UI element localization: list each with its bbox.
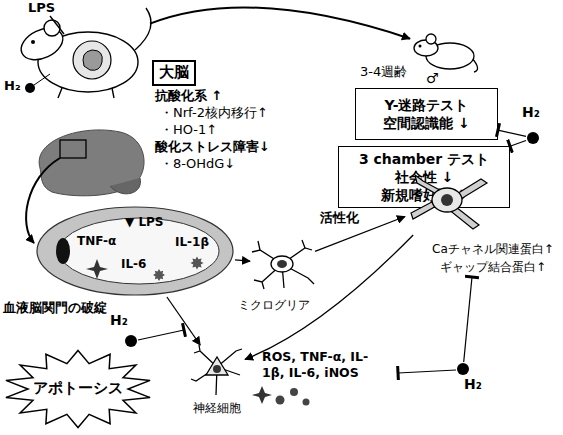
node-text: 大脳 bbox=[159, 63, 189, 83]
microglia-cell-shape bbox=[250, 238, 315, 290]
test-box: Y-迷路テスト空間認識能 ↓ bbox=[355, 88, 498, 140]
shape-part bbox=[135, 8, 151, 50]
microglia-cell: ミクログリア bbox=[238, 238, 323, 316]
test-box: 3 chamber テスト社会性 ↓新規嗜好性 ↓ bbox=[338, 146, 510, 208]
node-text: 3 chamber テスト bbox=[359, 150, 489, 168]
hydrogen-dot: H₂ bbox=[448, 362, 488, 407]
node-text: 3-4週齢 bbox=[360, 64, 407, 80]
inhibition-connector bbox=[498, 130, 526, 136]
shape-part bbox=[73, 41, 111, 79]
node-text: IL-1β bbox=[175, 235, 209, 249]
node-text: H₂ bbox=[464, 376, 482, 393]
apoptosis-burst: アポトーシス bbox=[3, 350, 153, 428]
hydrogen-dot: H₂ bbox=[110, 312, 144, 356]
shape-part bbox=[25, 83, 35, 93]
cytokine-symbol bbox=[276, 396, 285, 405]
shape-part bbox=[37, 207, 233, 295]
blood-vessel: ▼ LPS TNF-α IL-1βIL-6 bbox=[35, 205, 235, 297]
node-text: H₂ bbox=[4, 78, 21, 94]
neuron-cell: 神経細胞 bbox=[180, 345, 255, 425]
region-box: 大脳 bbox=[152, 60, 196, 86]
annotation-text: 酸化ストレス障害↓ bbox=[155, 139, 270, 155]
shape-part bbox=[271, 256, 293, 272]
arrow-connector bbox=[235, 260, 250, 261]
annotation-text: ・Nrf-2核内移行↑ bbox=[160, 105, 268, 121]
node-text: ミクログリア bbox=[238, 298, 310, 312]
inhibition-connector bbox=[464, 277, 472, 362]
node-text: H₂ bbox=[110, 312, 128, 329]
inhibition-line bbox=[398, 370, 456, 373]
annotation-text: 抗酸化系 ↑ bbox=[155, 88, 222, 104]
inhibition-line bbox=[138, 330, 184, 340]
hydrogen-dot-shape bbox=[124, 334, 138, 348]
brain-shape bbox=[39, 130, 144, 196]
neuron-cell-shape bbox=[190, 345, 245, 395]
shape-part bbox=[191, 345, 242, 395]
shape-part bbox=[419, 45, 422, 48]
shape-part bbox=[441, 194, 453, 206]
cytokine-symbol bbox=[303, 399, 310, 406]
node-text: Y-迷路テスト bbox=[385, 96, 469, 114]
inhibition-connector bbox=[510, 141, 526, 147]
shape-part bbox=[125, 335, 137, 347]
shape-part bbox=[457, 363, 469, 375]
node-text: ▼ LPS bbox=[125, 215, 164, 229]
cytokine-symbol bbox=[290, 388, 298, 396]
cerebellum-shape bbox=[110, 178, 140, 194]
node-text: 空間認識能 ↓ bbox=[383, 114, 470, 132]
cytokine-symbol bbox=[252, 386, 272, 404]
arrow-connector bbox=[150, 7, 410, 38]
shape-part bbox=[426, 34, 436, 44]
annotation-text: ・8-OHdG↓ bbox=[160, 156, 235, 172]
pregnant-mouse: LPS H₂ bbox=[0, 0, 150, 105]
hydrogen-dot-shape bbox=[526, 131, 540, 145]
shape-part bbox=[56, 238, 70, 264]
node-text: ギャップ結合蛋白↑ bbox=[440, 260, 546, 274]
shape-part bbox=[252, 240, 314, 289]
node-text: TNF-α bbox=[77, 234, 116, 248]
hydrogen-dot-shape bbox=[456, 362, 470, 376]
shape-part bbox=[411, 175, 487, 229]
shape-part bbox=[83, 50, 102, 70]
annotation-text: ・HO-1↑ bbox=[160, 122, 217, 138]
hydrogen-dot: H₂ bbox=[516, 104, 550, 150]
shape-part bbox=[86, 259, 108, 279]
shape-part bbox=[277, 260, 287, 268]
node-text: H₂ bbox=[522, 104, 540, 121]
shape-part bbox=[58, 88, 114, 98]
shape-part bbox=[527, 132, 539, 144]
arrow-connector bbox=[245, 235, 413, 359]
zoom-box bbox=[60, 140, 86, 158]
node-text: Caチャネル関連蛋白↑ bbox=[432, 242, 554, 256]
arrow-connector bbox=[167, 297, 200, 345]
annotation-text: ROS, TNF-α, IL-1β, IL-6, iNOS bbox=[262, 349, 390, 380]
shape-part bbox=[432, 188, 462, 212]
node-text: LPS bbox=[28, 0, 55, 16]
shape-part bbox=[153, 269, 165, 281]
shape-part bbox=[31, 40, 35, 44]
node-text: ♂ bbox=[426, 70, 439, 87]
node-text: アポトーシス bbox=[3, 379, 153, 397]
node-text: 神経細胞 bbox=[193, 401, 241, 415]
shape-part bbox=[213, 365, 221, 373]
shape-part bbox=[191, 257, 204, 270]
shape-part bbox=[206, 357, 228, 375]
activated-microglia: Caチャネル関連蛋白↑ ギャップ結合蛋白↑ bbox=[395, 165, 560, 277]
node-text: IL-6 bbox=[121, 257, 146, 271]
shape-part bbox=[50, 16, 64, 34]
offspring-mouse: 3-4週齢 ♂ bbox=[360, 28, 485, 90]
edge-label: 活性化 bbox=[320, 210, 359, 226]
brain-illustration bbox=[39, 130, 144, 196]
shape-part bbox=[44, 20, 60, 36]
offspring-mouse-shape bbox=[410, 28, 480, 73]
shape-part bbox=[34, 74, 50, 85]
activated-microglia-shape bbox=[405, 165, 490, 235]
pregnant-mouse-shape bbox=[0, 0, 150, 105]
annotation-text: 血液脳関門の破綻 bbox=[3, 300, 107, 316]
